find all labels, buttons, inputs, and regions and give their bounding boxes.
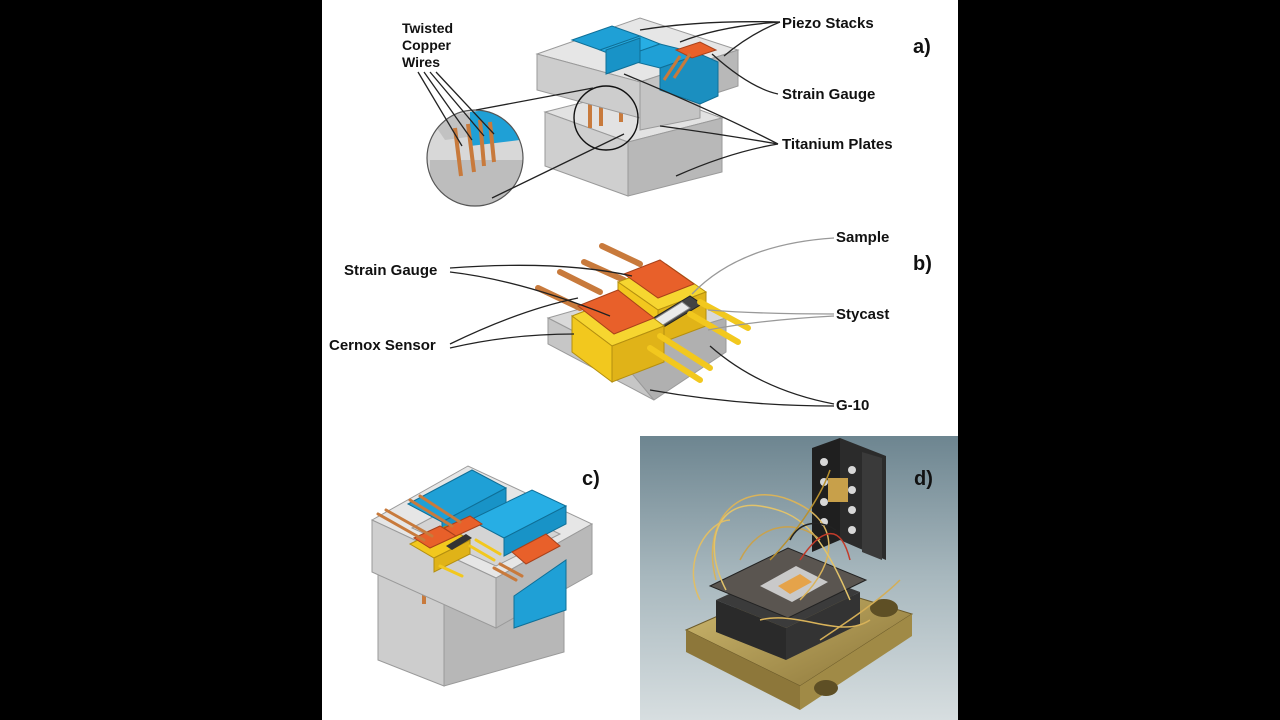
cell-c [408,515,484,573]
panel-b-tag: b) [913,253,932,275]
panel-c-tag: c) [582,468,600,490]
photo-device-stack [708,547,868,660]
magnifier-ring [573,85,639,151]
label-strain-gauge-a: Strain Gauge [782,86,875,103]
panel-b: Sample Strain Gauge Stycast Cernox Senso… [329,229,932,414]
panel-d-tag: d) [914,468,933,490]
pins-back [535,243,643,311]
label-cernox-sensor: Cernox Sensor [329,337,436,354]
leader-strain-gauge-b [449,264,633,317]
label-titanium-plates: Titanium Plates [782,136,893,153]
label-stycast: Stycast [836,306,889,323]
leader-piezo-stacks [639,21,781,57]
pins-front [647,299,751,383]
label-piezo-stacks: Piezo Stacks [782,15,874,32]
panel-c: c) [370,465,600,687]
cernox-block-front [570,289,666,383]
leader-g10 [649,345,835,407]
label-twisted-wires-1: Twisted [402,20,453,36]
strain-gauge-c [511,533,561,565]
label-twisted-wires-2: Copper [402,37,452,53]
leader-twisted-wires [417,71,495,147]
label-sample: Sample [836,229,889,246]
panel-a-tag: a) [913,36,931,58]
photo-connector-tower [812,438,886,560]
piezo-stacks-c [406,469,568,629]
leader-stycast [707,309,835,331]
label-g10: G-10 [836,397,869,414]
label-strain-gauge-b: Strain Gauge [344,262,437,279]
label-twisted-wires-3: Wires [402,54,440,70]
photo-wires [692,469,901,641]
leader-cernox-sensor [449,297,579,349]
leader-strain-gauge-a [711,53,779,95]
panel-d-photo: d) [640,436,958,720]
leader-titanium-plates [623,73,779,177]
strain-gauge-a [674,41,718,59]
leader-sample [691,237,835,295]
pins-c [376,494,524,582]
panel-a: Twisted Copper Wires Piezo Stacks Strain… [402,15,931,207]
